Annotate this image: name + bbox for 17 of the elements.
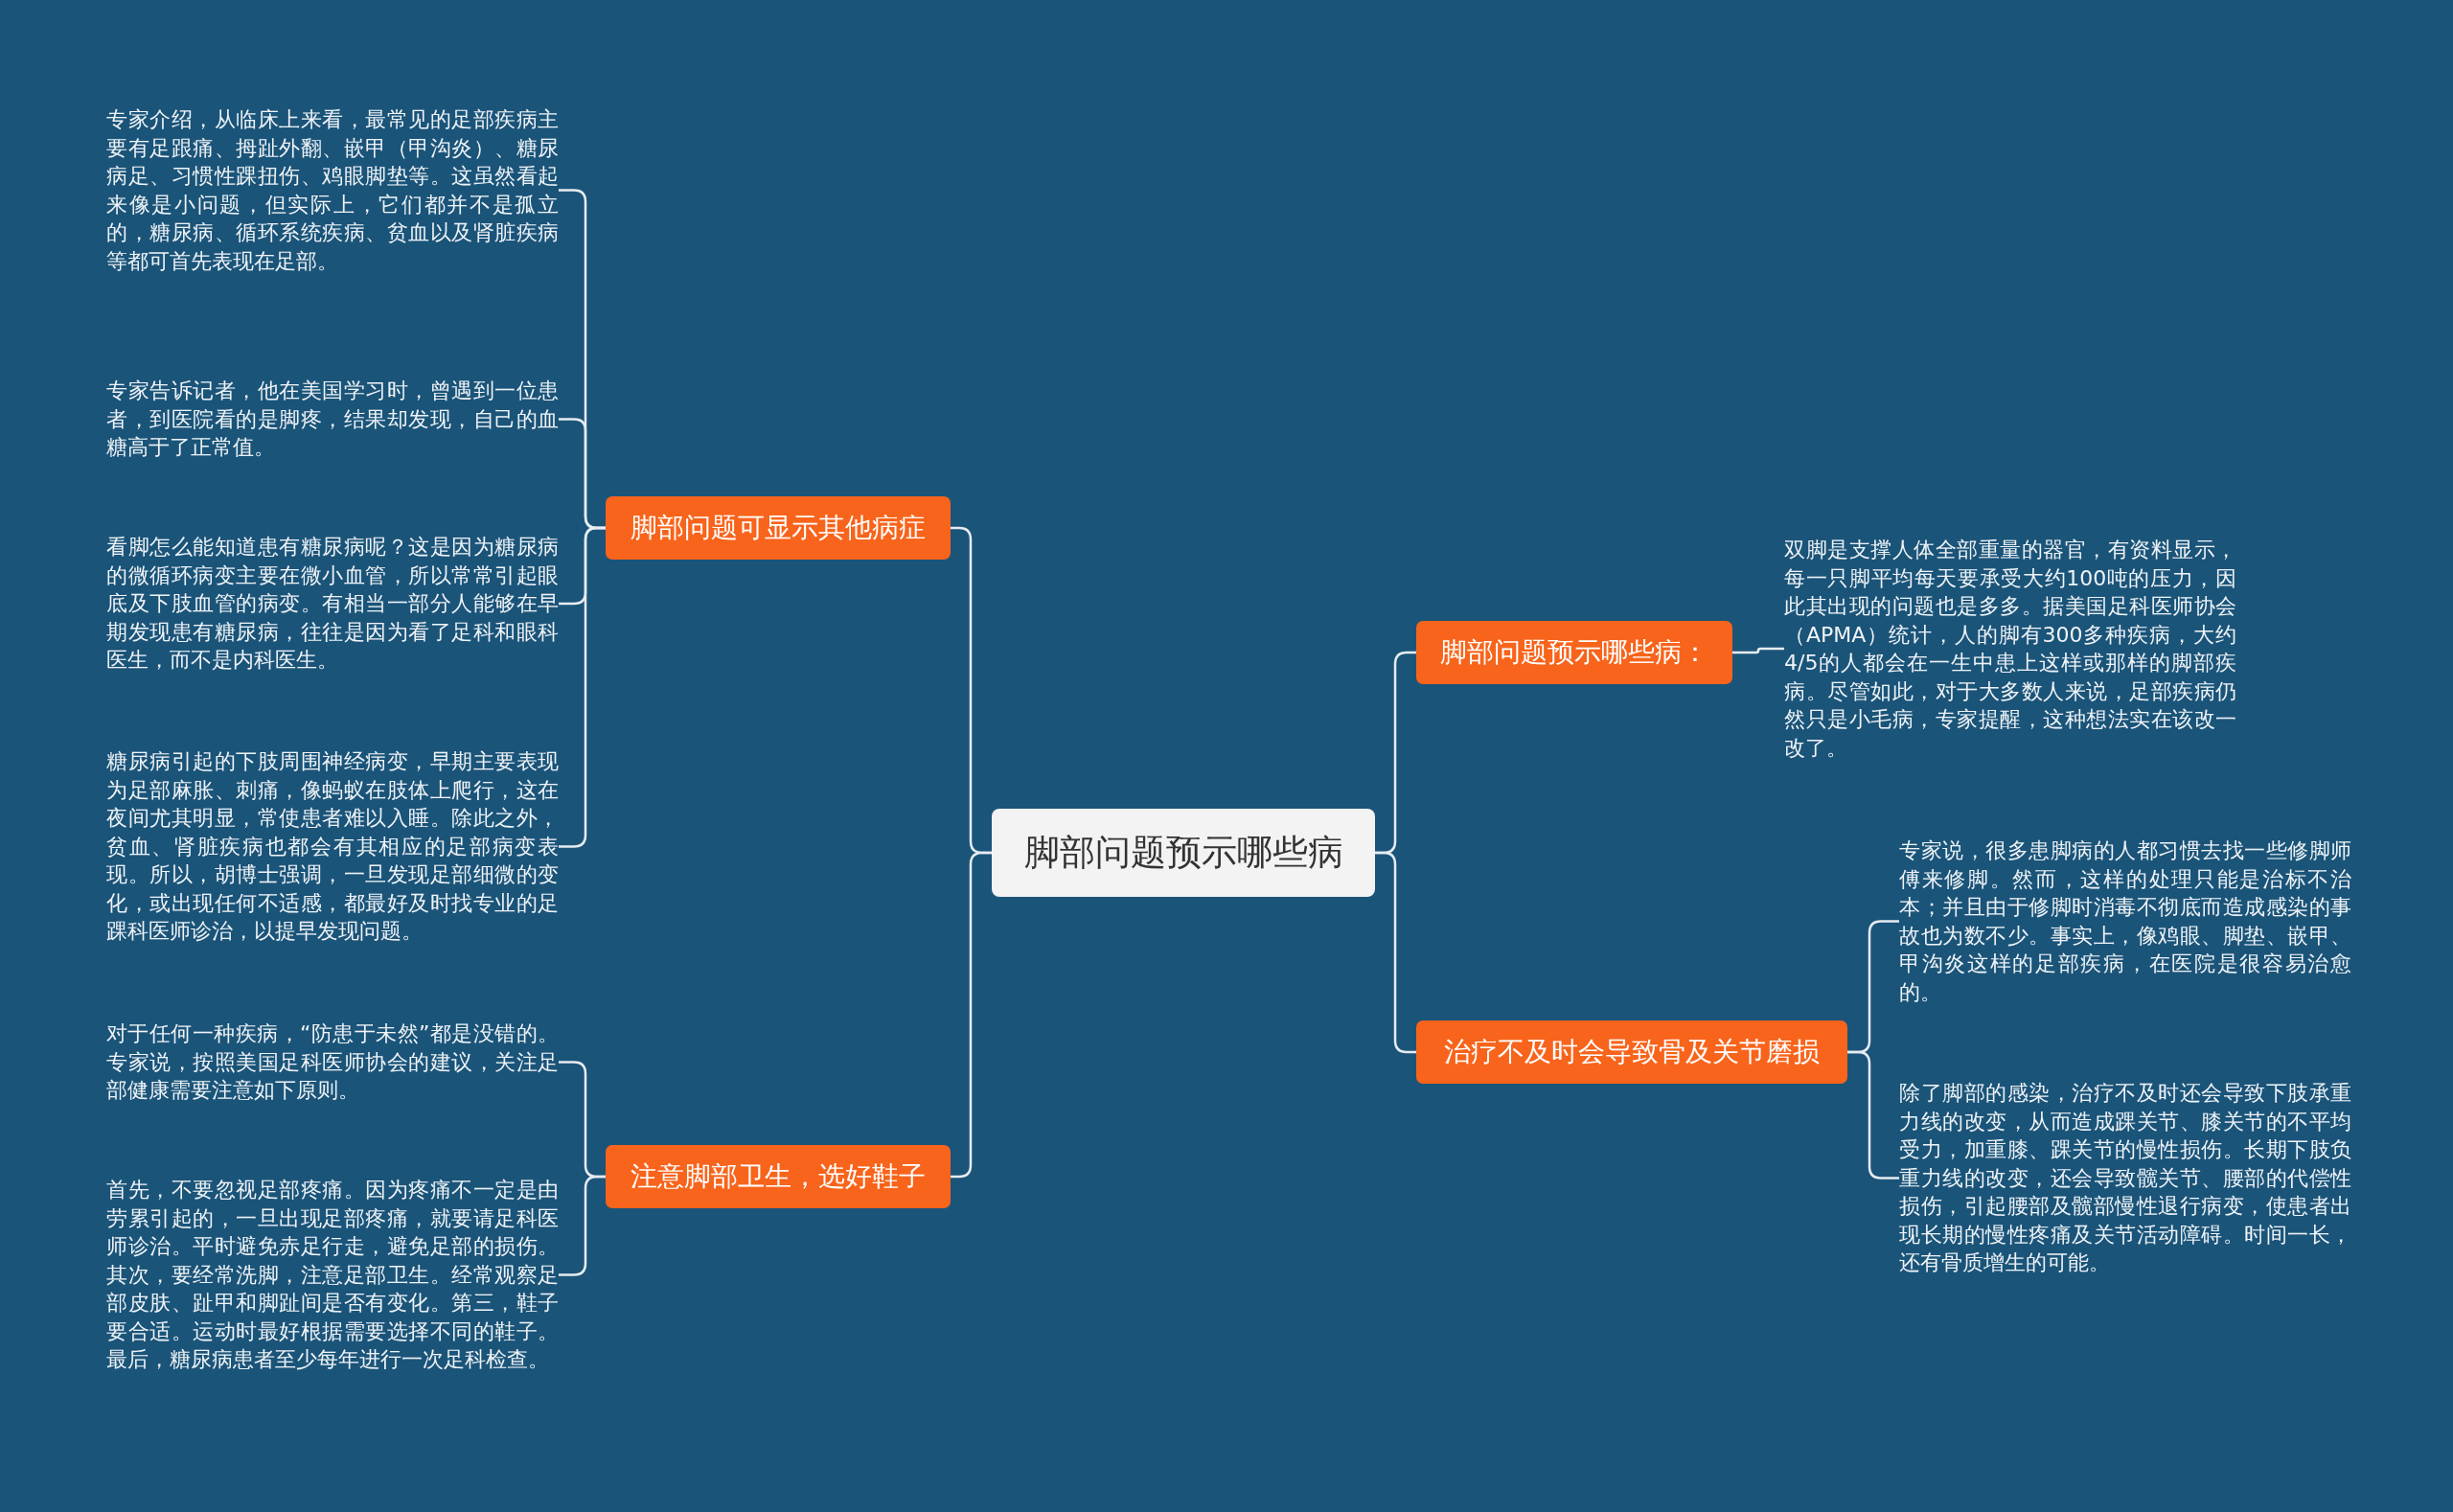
topic-box: 注意脚部卫生，选好鞋子 — [606, 1145, 951, 1208]
description-text: 对于任何一种疾病，“防患于未然”都是没错的。专家说，按照美国足科医师协会的建议，关注足部健康需要注意如下原则。 — [106, 1019, 559, 1105]
description-text: 双脚是支撑人体全部重量的器官，有资料显示，每一只脚平均每天要承受大约100吨的压力，因此其出现的问题也是多多。据美国足科医师协会（APMA）统计，人的脚有300多种疾病，大约4/5的人都会在一生中患上这样或那样的脚部疾病。尽管如此，对于大多数人来说，足部疾病仍然只是小毛病，专家提醒，这种想法实在该改一改了。 — [1784, 536, 2236, 762]
connector-line — [1375, 851, 1416, 1054]
description-text: 糖尿病引起的下肢周围神经病变，早期主要表现为足部麻胀、刺痛，像蚂蚁在肢体上爬行，这在夜间尤其明显，常使患者难以入睡。除此之外，贫血、肾脏疾病也都会有其相应的足部病变表现。所以，胡博士强调，一旦发现足部细微的变化，或出现任何不适感，都最好及时找专业的足踝科医师诊治，以提早发现问题。 — [106, 747, 559, 946]
topic-box: 脚部问题可显示其他病症 — [606, 496, 951, 560]
connector-line — [1732, 647, 1784, 654]
connector-line — [951, 851, 992, 1179]
description-text: 专家说，很多患脚病的人都习惯去找一些修脚师傅来修脚。然而，这样的处理只能是治标不治本；并且由于修脚时消毒不彻底而造成感染的事故也为数不少。事实上，像鸡眼、脚垫、嵌甲、甲沟炎这样的足部疾病，在医院是很容易治愈的。 — [1899, 836, 2351, 1006]
topic-box: 脚部问题预示哪些病： — [1416, 621, 1732, 684]
topic-box: 治疗不及时会导致骨及关节磨损 — [1416, 1020, 1847, 1084]
description-text: 看脚怎么能知道患有糖尿病呢？这是因为糖尿病的微循环病变主要在微小血管，所以常常引起眼底及下肢血管的病变。有相当一部分人能够在早期发现患有糖尿病，往往是因为看了足科和眼科医生，而不是内科医生。 — [106, 533, 559, 675]
description-text: 专家介绍，从临床上来看，最常见的足部疾病主要有足跟痛、拇趾外翻、嵌甲（甲沟炎）、糖尿病足、习惯性踝扭伤、鸡眼脚垫等。这虽然看起来像是小问题，但实际上，它们都并不是孤立的，糖尿病、循环系统疾病、贫血以及肾脏疾病等都可首先表现在足部。 — [106, 105, 559, 275]
description-text: 专家告诉记者，他在美国学习时，曾遇到一位患者，到医院看的是脚疼，结果却发现，自己的血糖高于了正常值。 — [106, 377, 559, 462]
central-topic-box: 脚部问题预示哪些病 — [992, 809, 1375, 897]
description-text: 除了脚部的感染，治疗不及时还会导致下肢承重力线的改变，从而造成踝关节、膝关节的不平均受力，加重膝、踝关节的慢性损伤。长期下肢负重力线的改变，还会导致髋关节、腰部的代偿性损伤，引起腰部及髋部慢性退行病变，使患者出现长期的慢性疼痛及关节活动障碍。时间一长，还有骨质增生的可能。 — [1899, 1079, 2351, 1277]
description-text: 首先，不要忽视足部疼痛。因为疼痛不一定是由劳累引起的，一旦出现足部疼痛，就要请足科医师诊治。平时避免赤足行走，避免足部的损伤。其次，要经常洗脚，注意足部卫生。经常观察足部皮肤、趾甲和脚趾间是否有变化。第三，鞋子要合适。运动时最好根据需要选择不同的鞋子。最后，糖尿病患者至少每年进行一次足科检查。 — [106, 1176, 559, 1374]
